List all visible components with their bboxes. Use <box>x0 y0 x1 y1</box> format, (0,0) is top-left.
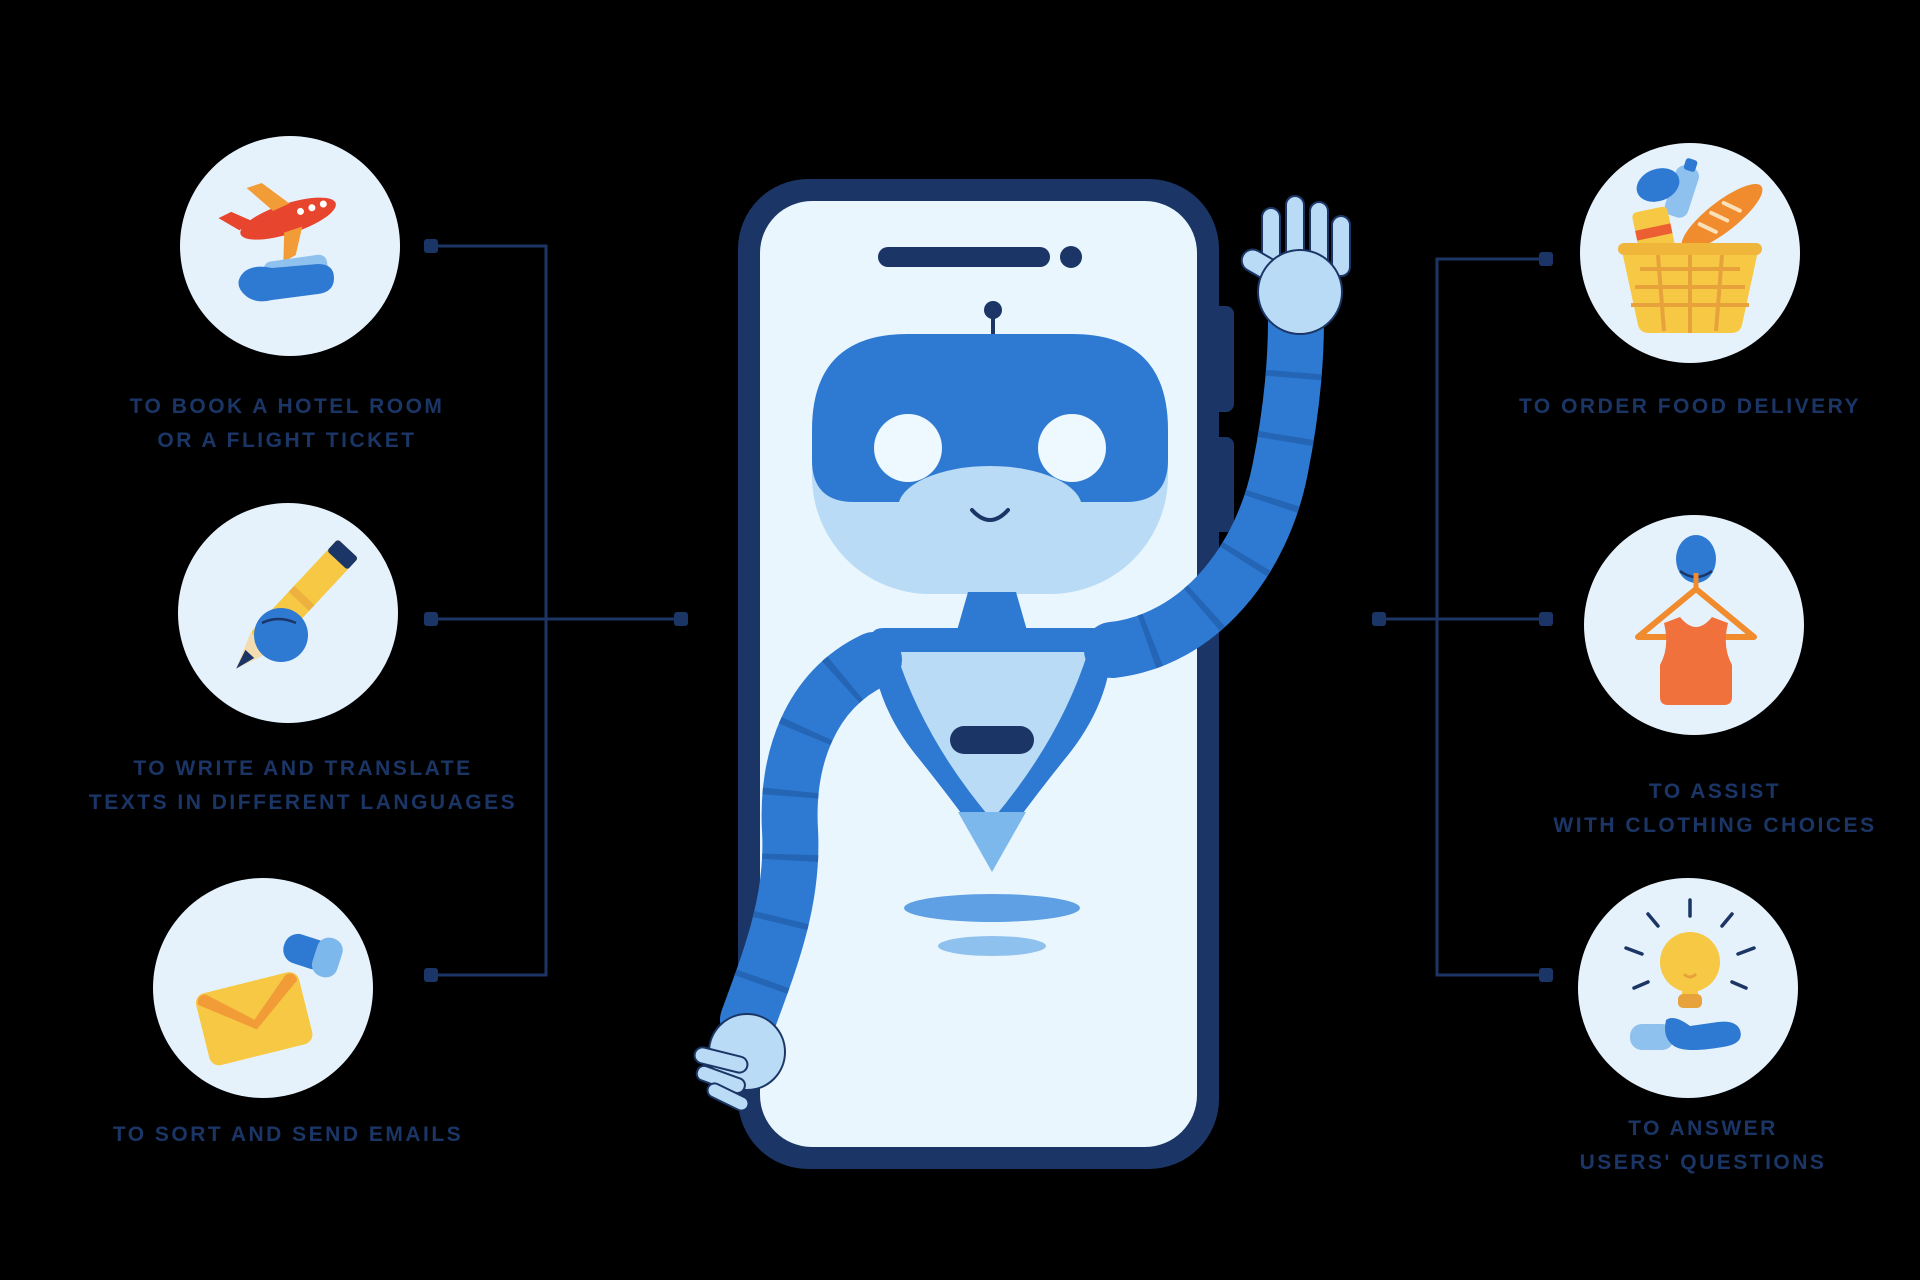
label-line: WITH CLOTHING CHOICES <box>1553 814 1877 837</box>
tank-top <box>1660 617 1732 705</box>
flight-booking-icon <box>180 136 400 356</box>
robot-chest-slot <box>950 726 1034 754</box>
hand <box>283 933 343 978</box>
hand <box>254 608 308 662</box>
light-rays <box>1624 898 1756 990</box>
hand <box>1630 1018 1741 1050</box>
connector-node <box>424 239 438 253</box>
label-line: TO WRITE AND TRANSLATE <box>133 757 473 780</box>
feature-label-translate: TO WRITE AND TRANSLATE TEXTS IN DIFFEREN… <box>23 752 583 820</box>
connector-node <box>1539 968 1553 982</box>
hand <box>238 264 334 302</box>
bottle <box>1664 158 1700 218</box>
robot-eye-left <box>874 414 942 482</box>
label-line: USERS' QUESTIONS <box>1579 1151 1827 1174</box>
label-line: TO BOOK A HOTEL ROOM <box>129 395 445 418</box>
basket <box>1618 243 1762 333</box>
robot-eye-right <box>1038 414 1106 482</box>
label-line: TO ASSIST <box>1648 780 1782 803</box>
left-connector-bracket <box>431 244 548 977</box>
connector-node <box>424 968 438 982</box>
robot-waving-hand <box>1240 195 1351 335</box>
feature-label-clothing: TO ASSIST WITH CLOTHING CHOICES <box>1435 775 1920 843</box>
label-line: TEXTS IN DIFFERENT LANGUAGES <box>88 791 518 814</box>
robot-mouth <box>970 508 1010 522</box>
robot-hover-cone <box>958 812 1026 872</box>
email-icon <box>153 878 373 1098</box>
robot-lowered-hand <box>693 1013 786 1112</box>
answer-questions-icon <box>1578 878 1798 1098</box>
hand <box>1676 535 1716 583</box>
envelope <box>195 972 313 1066</box>
chatbot-robot <box>693 195 1351 1112</box>
robot-waving-arm <box>1084 195 1351 678</box>
hover-ripple <box>938 936 1046 956</box>
lightbulb <box>1660 932 1720 1008</box>
robot-antenna-tip <box>984 301 1002 319</box>
connector-node <box>1539 252 1553 266</box>
hover-ripple <box>904 894 1080 922</box>
connector-node <box>1372 612 1386 626</box>
feature-label-food: TO ORDER FOOD DELIVERY <box>1410 390 1920 424</box>
connector-node <box>674 612 688 626</box>
right-connector-bracket <box>1435 257 1546 977</box>
baguette <box>1681 184 1763 250</box>
robot-neck <box>956 592 1028 634</box>
phone-camera <box>1060 246 1082 268</box>
robot-lowered-arm <box>693 632 902 1112</box>
feature-label-booking: TO BOOK A HOTEL ROOM OR A FLIGHT TICKET <box>7 390 567 458</box>
writing-translation-icon <box>178 503 398 723</box>
hand <box>1636 168 1680 202</box>
connector-node <box>1539 612 1553 626</box>
food-delivery-icon <box>1580 143 1800 363</box>
label-line: TO ANSWER <box>1628 1117 1778 1140</box>
label-line: TO ORDER FOOD DELIVERY <box>1518 395 1862 418</box>
feature-label-questions: TO ANSWER USERS' QUESTIONS <box>1423 1112 1920 1180</box>
clothing-choice-icon <box>1584 515 1804 735</box>
robot-torso <box>871 628 1113 872</box>
phone-speaker <box>878 247 1050 267</box>
connector-node <box>424 612 438 626</box>
robot-head <box>812 334 1168 594</box>
airplane <box>218 182 336 263</box>
label-line: OR A FLIGHT TICKET <box>157 429 417 452</box>
label-line: TO SORT AND SEND EMAILS <box>112 1123 464 1146</box>
feature-label-emails: TO SORT AND SEND EMAILS <box>8 1118 568 1152</box>
